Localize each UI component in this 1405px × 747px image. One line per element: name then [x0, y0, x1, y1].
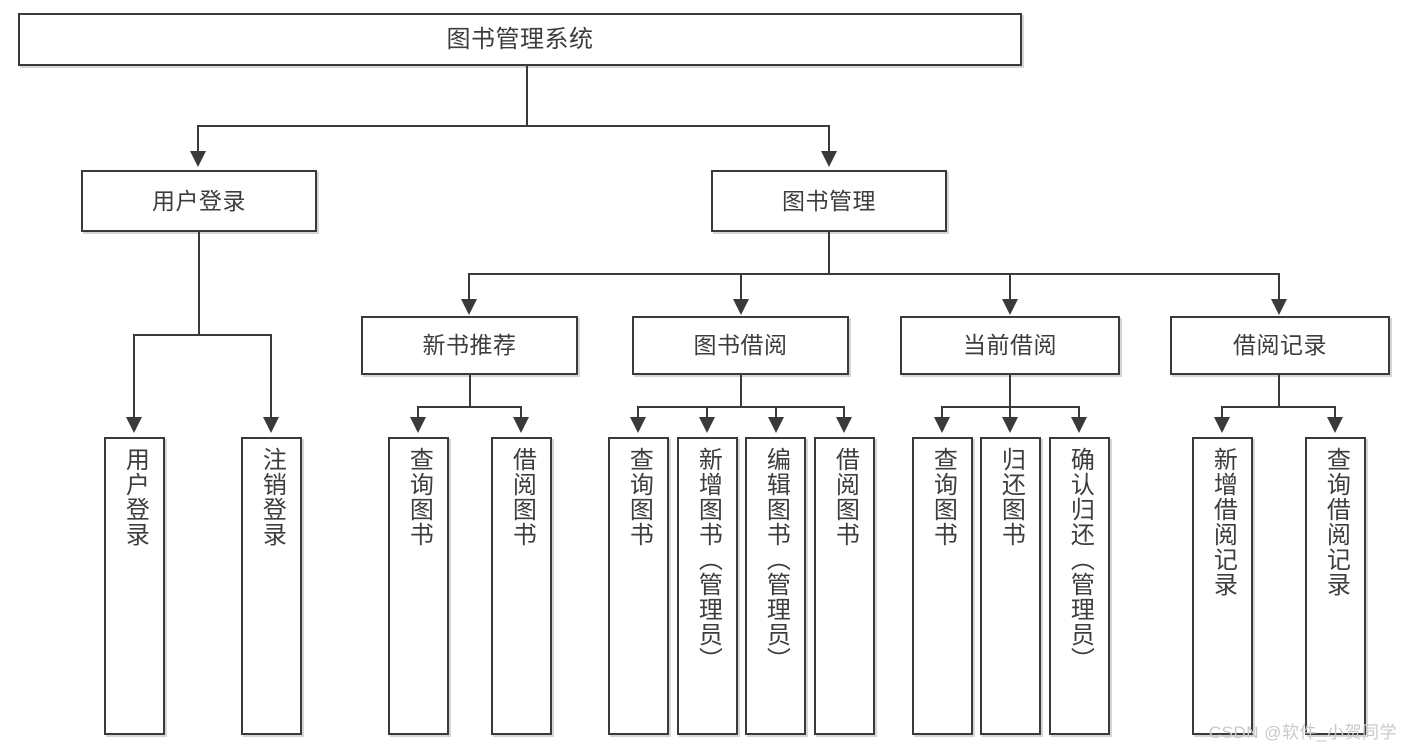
node-label: 确认归还（管理员） [1066, 447, 1094, 672]
node-label: 查询图书 [405, 447, 433, 547]
edge-current-borrow-stem [1009, 375, 1011, 407]
node-borrow-record[interactable]: 借阅记录 [1170, 316, 1390, 375]
edge-book-mgmt-stem [828, 232, 830, 274]
arrow-new-book-to-leaf-1 [410, 417, 426, 433]
arrow-new-book-to-leaf-2 [513, 417, 529, 433]
edge-root-to-book-mgmt [828, 125, 830, 152]
node-label: 新增图书（管理员） [694, 447, 722, 672]
node-label: 当前借阅 [963, 332, 1057, 359]
node-new-book-recommend[interactable]: 新书推荐 [361, 316, 578, 375]
node-label: 图书管理 [782, 187, 876, 214]
edge-book-mgmt-to-current-borrow [1009, 273, 1011, 300]
node-label: 用户登录 [152, 187, 246, 214]
node-label: 借阅图书 [831, 447, 859, 547]
leaf-user-login[interactable]: 用户登录 [104, 437, 165, 735]
edge-borrow-record-bus [1221, 406, 1336, 408]
edge-book-borrow-bus [637, 406, 845, 408]
edge-current-borrow-to-leaf-1 [941, 406, 943, 418]
edge-book-borrow-to-leaf-4 [843, 406, 845, 418]
leaf-borrow-query-book[interactable]: 查询图书 [608, 437, 669, 735]
node-current-borrow[interactable]: 当前借阅 [900, 316, 1120, 375]
edge-book-mgmt-to-book-borrow [740, 273, 742, 300]
edge-user-login-to-leaf-1 [133, 334, 135, 418]
arrow-book-mgmt-to-new-book [461, 299, 477, 315]
node-book-management[interactable]: 图书管理 [711, 170, 947, 232]
edge-current-borrow-to-leaf-3 [1078, 406, 1080, 418]
edge-user-login-stem [198, 232, 200, 335]
edge-root-stem [526, 66, 528, 126]
edge-borrow-record-stem [1278, 375, 1280, 407]
leaf-new-book-query[interactable]: 查询图书 [388, 437, 449, 735]
edge-book-borrow-stem [740, 375, 742, 407]
leaf-borrow-edit-book[interactable]: 编辑图书（管理员） [745, 437, 806, 735]
edge-new-book-bus [417, 406, 522, 408]
arrow-root-to-book-mgmt [821, 151, 837, 167]
node-label: 编辑图书（管理员） [762, 447, 790, 672]
csdn-watermark: CSDN @软件_小贺同学 [1208, 723, 1397, 742]
leaf-borrow-borrow-book[interactable]: 借阅图书 [814, 437, 875, 735]
node-label: 新增借阅记录 [1209, 447, 1237, 597]
edge-book-borrow-to-leaf-1 [637, 406, 639, 418]
arrow-book-mgmt-to-current-borrow [1002, 299, 1018, 315]
edge-current-borrow-to-leaf-2 [1009, 406, 1011, 418]
edge-book-borrow-to-leaf-2 [706, 406, 708, 418]
leaf-record-add[interactable]: 新增借阅记录 [1192, 437, 1253, 735]
node-label: 新书推荐 [422, 332, 517, 359]
edge-book-borrow-to-leaf-3 [775, 406, 777, 418]
arrow-book-mgmt-to-borrow-record [1271, 299, 1287, 315]
edge-borrow-record-to-leaf-2 [1334, 406, 1336, 418]
edge-book-mgmt-bus [468, 273, 1280, 275]
leaf-borrow-add-book[interactable]: 新增图书（管理员） [677, 437, 738, 735]
arrow-user-login-to-leaf-1 [126, 417, 142, 433]
node-label: 查询图书 [625, 447, 653, 547]
arrow-current-borrow-to-leaf-2 [1002, 417, 1018, 433]
edge-new-book-to-leaf-1 [417, 406, 419, 418]
arrow-book-borrow-to-leaf-2 [699, 417, 715, 433]
node-root-system[interactable]: 图书管理系统 [18, 13, 1022, 66]
node-label: 注销登录 [258, 447, 286, 547]
node-label: 图书借阅 [693, 332, 788, 359]
edge-user-login-bus [133, 334, 272, 336]
node-label: 借阅记录 [1233, 332, 1327, 359]
arrow-book-borrow-to-leaf-4 [836, 417, 852, 433]
leaf-current-return-book[interactable]: 归还图书 [980, 437, 1041, 735]
leaf-new-book-borrow[interactable]: 借阅图书 [491, 437, 552, 735]
edge-new-book-stem [469, 375, 471, 407]
edge-root-bus [197, 125, 829, 127]
arrow-book-borrow-to-leaf-3 [768, 417, 784, 433]
edge-user-login-to-leaf-2 [270, 334, 272, 418]
leaf-current-query-book[interactable]: 查询图书 [912, 437, 973, 735]
edge-new-book-to-leaf-2 [520, 406, 522, 418]
node-user-login[interactable]: 用户登录 [81, 170, 317, 232]
arrow-borrow-record-to-leaf-2 [1327, 417, 1343, 433]
arrow-root-to-user-login [190, 151, 206, 167]
edge-book-mgmt-to-borrow-record [1278, 273, 1280, 300]
leaf-user-logout[interactable]: 注销登录 [241, 437, 302, 735]
node-label: 查询图书 [929, 447, 957, 547]
arrow-current-borrow-to-leaf-1 [934, 417, 950, 433]
leaf-record-query[interactable]: 查询借阅记录 [1305, 437, 1366, 735]
node-label: 查询借阅记录 [1322, 447, 1350, 597]
arrow-book-mgmt-to-book-borrow [733, 299, 749, 315]
arrow-current-borrow-to-leaf-3 [1071, 417, 1087, 433]
node-label: 图书管理系统 [446, 25, 594, 53]
node-label: 借阅图书 [508, 447, 536, 547]
edge-book-mgmt-to-new-book [468, 273, 470, 300]
node-label: 用户登录 [121, 447, 149, 547]
node-label: 归还图书 [997, 447, 1025, 547]
leaf-current-confirm-return[interactable]: 确认归还（管理员） [1049, 437, 1110, 735]
edge-root-to-user-login [197, 125, 199, 152]
arrow-borrow-record-to-leaf-1 [1214, 417, 1230, 433]
node-book-borrow[interactable]: 图书借阅 [632, 316, 849, 375]
edge-borrow-record-to-leaf-1 [1221, 406, 1223, 418]
arrow-book-borrow-to-leaf-1 [630, 417, 646, 433]
arrow-user-login-to-leaf-2 [263, 417, 279, 433]
